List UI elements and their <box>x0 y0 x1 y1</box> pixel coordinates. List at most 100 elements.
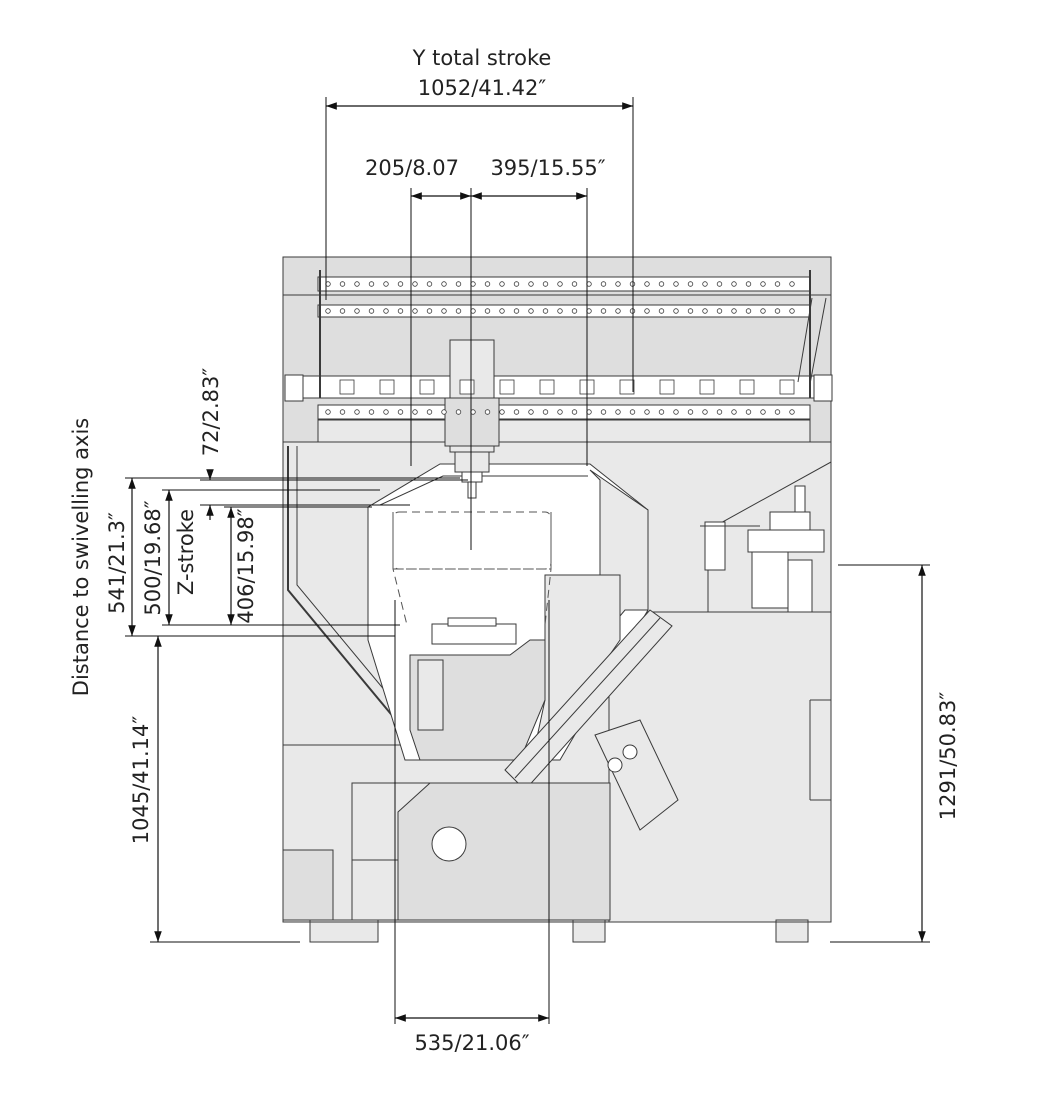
rail-block <box>499 379 515 395</box>
rivet <box>731 308 737 314</box>
floor-to-table-value: 1045/41.14″ <box>129 716 153 845</box>
rivet <box>339 281 346 287</box>
rivet <box>702 308 708 314</box>
rivet <box>629 409 636 415</box>
y-right-stroke-value: 395/15.55″ <box>490 156 605 180</box>
rivet <box>658 308 665 314</box>
rivet <box>484 409 491 415</box>
rivet <box>412 409 418 415</box>
rivet <box>441 409 447 415</box>
rivet <box>499 308 505 314</box>
rivet <box>644 308 650 314</box>
rivet <box>716 281 723 287</box>
rivet <box>774 409 781 415</box>
rivet <box>397 409 404 415</box>
z-stroke-label: Z-stroke <box>174 509 198 595</box>
dimension-lines <box>125 97 930 1024</box>
rivet <box>745 409 752 415</box>
rivet <box>571 308 578 314</box>
rivet <box>455 281 462 287</box>
z-406-value: 406/15.98″ <box>234 508 258 623</box>
table-width-value: 535/21.06″ <box>414 1031 529 1055</box>
rivet <box>760 409 766 415</box>
rail-block <box>339 379 355 395</box>
rivet <box>731 409 737 415</box>
rivet <box>484 308 491 314</box>
rail-block <box>459 379 475 395</box>
rivet <box>528 409 534 415</box>
rail-block <box>779 379 795 395</box>
y-total-stroke-title: Y total stroke <box>412 46 552 70</box>
dimension-labels: Y total stroke 1052/41.42″ 205/8.07 395/… <box>69 46 960 1055</box>
rivet <box>571 409 578 415</box>
rivet <box>528 281 534 287</box>
rail-block <box>539 379 555 395</box>
rivet <box>412 308 418 314</box>
rivet <box>789 409 795 415</box>
rivet <box>644 281 650 287</box>
rivet <box>615 308 621 314</box>
rivet <box>339 409 346 415</box>
rivet <box>513 409 520 415</box>
rivet <box>339 308 346 314</box>
rivet <box>441 281 447 287</box>
rivet <box>789 281 795 287</box>
rivet <box>455 308 462 314</box>
rivet <box>354 281 360 287</box>
rivet <box>673 409 679 415</box>
rivet <box>557 308 563 314</box>
rivet <box>745 308 752 314</box>
rivet <box>673 281 679 287</box>
rivet <box>368 409 375 415</box>
rivet <box>687 409 694 415</box>
overall-height-value: 1291/50.83″ <box>936 692 960 821</box>
y-left-stroke-value: 205/8.07 <box>365 156 459 180</box>
rivet <box>760 308 766 314</box>
rivet <box>542 409 549 415</box>
rivet <box>615 281 621 287</box>
rivet <box>760 281 766 287</box>
rivet <box>528 308 534 314</box>
rail-block <box>619 379 635 395</box>
rivet <box>441 308 447 314</box>
rivet <box>571 281 578 287</box>
rivet <box>687 308 694 314</box>
rivet <box>557 281 563 287</box>
rail-block <box>739 379 755 395</box>
rivet <box>426 409 433 415</box>
swivel-axis-value: 541/21.3″ <box>105 512 129 614</box>
rivet <box>716 308 723 314</box>
rivet <box>658 281 665 287</box>
rivet <box>789 308 795 314</box>
y-total-stroke-value: 1052/41.42″ <box>418 76 547 100</box>
rivet <box>702 281 708 287</box>
z-small-value: 72/2.83″ <box>199 368 223 457</box>
rail-block <box>419 379 435 395</box>
rail-rivets <box>325 281 795 415</box>
rivet <box>513 308 520 314</box>
rivet <box>368 308 375 314</box>
rivet <box>702 409 708 415</box>
rivet <box>557 409 563 415</box>
rivet <box>484 281 491 287</box>
rivet <box>412 281 418 287</box>
rivet <box>397 281 404 287</box>
rivet <box>687 281 694 287</box>
machine-body <box>282 256 833 943</box>
rivet <box>513 281 520 287</box>
rivet <box>542 281 549 287</box>
rivet <box>325 409 331 415</box>
rivet <box>426 308 433 314</box>
rivet <box>600 409 607 415</box>
rivet <box>600 308 607 314</box>
rivet <box>426 281 433 287</box>
rivet <box>774 308 781 314</box>
rivet <box>644 409 650 415</box>
rail-block <box>659 379 675 395</box>
rivet <box>615 409 621 415</box>
rivet <box>731 281 737 287</box>
rivet <box>325 308 331 314</box>
rivet <box>716 409 723 415</box>
rivet <box>368 281 375 287</box>
rivet <box>600 281 607 287</box>
